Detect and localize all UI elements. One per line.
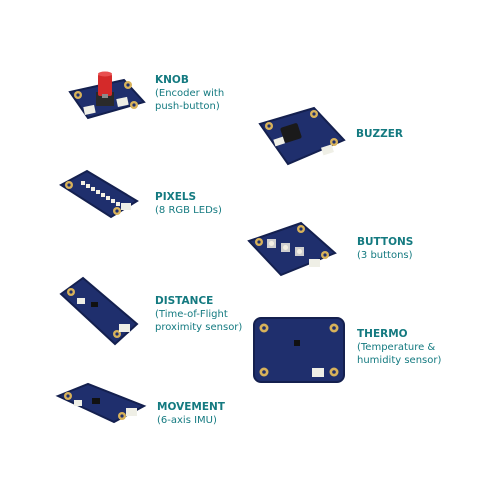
module-title: DISTANCE — [155, 295, 214, 307]
module-label-buttons: BUTTONS (3 buttons) — [357, 236, 413, 262]
module-label-pixels: PIXELS (8 RGB LEDs) — [155, 191, 222, 217]
distance-board — [55, 272, 145, 357]
pixels-board — [55, 165, 145, 235]
module-title: BUZZER — [356, 128, 404, 140]
module-label-knob: KNOB (Encoder with push-button) — [155, 74, 224, 113]
buzzer-board — [252, 100, 352, 180]
module-title: KNOB — [155, 74, 189, 86]
module-description: (Encoder with push-button) — [155, 88, 225, 112]
module-title: THERMO — [357, 328, 408, 340]
module-label-thermo: THERMO (Temperature & humidity sensor) — [357, 328, 441, 367]
module-description: (3 buttons) — [357, 250, 413, 261]
module-description: (Time-of-Flight proximity sensor) — [155, 309, 243, 333]
module-title: MOVEMENT — [157, 401, 225, 413]
module-label-buzzer: BUZZER — [356, 128, 403, 141]
thermo-board — [248, 310, 348, 390]
module-description: (Temperature & humidity sensor) — [357, 342, 442, 366]
module-label-distance: DISTANCE (Time-of-Flight proximity senso… — [155, 295, 242, 334]
module-description: (6-axis IMU) — [157, 415, 217, 426]
module-description: (8 RGB LEDs) — [155, 205, 222, 216]
buttons-board — [243, 215, 343, 290]
knob-board — [62, 62, 152, 132]
module-title: PIXELS — [155, 191, 197, 203]
module-title: BUTTONS — [357, 236, 414, 248]
movement-board — [52, 378, 152, 443]
module-label-movement: MOVEMENT (6-axis IMU) — [157, 401, 225, 427]
